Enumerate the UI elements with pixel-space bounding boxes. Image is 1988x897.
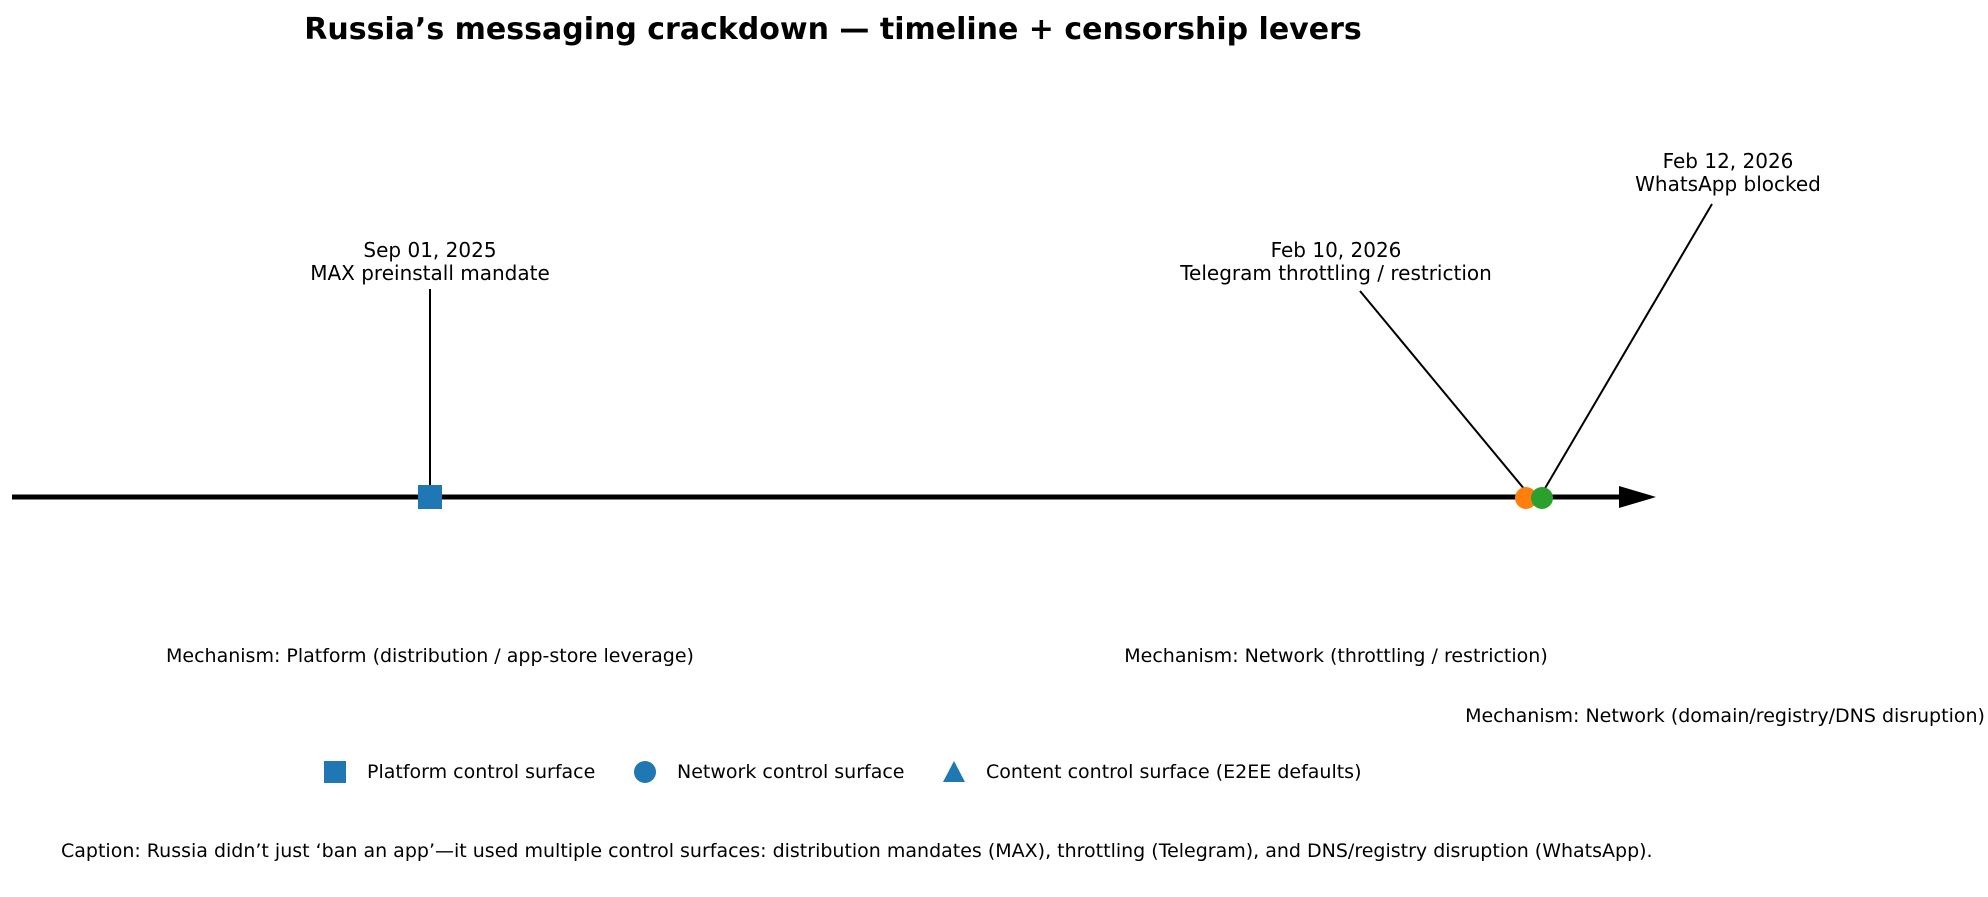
event-label-max: Sep 01, 2025 MAX preinstall mandate [310,239,550,285]
square-icon [324,761,346,783]
event-label-telegram: Feb 10, 2026 Telegram throttling / restr… [1180,239,1492,285]
legend-label-network: Network control surface [677,761,905,783]
legend-item-content: Content control surface (E2EE defaults) [942,758,1361,786]
event-date-whatsapp: Feb 12, 2026 [1662,149,1794,173]
event-marker-telegram-circle-icon [1515,487,1537,509]
leader-line-telegram [1359,290,1526,491]
legend-label-content: Content control surface (E2EE defaults) [986,761,1362,783]
event-date-telegram: Feb 10, 2026 [1270,238,1402,262]
event-title-telegram: Telegram throttling / restriction [1180,261,1492,285]
legend-label-platform: Platform control surface [367,761,596,783]
legend-item-network: Network control surface [633,758,905,786]
circle-icon [634,761,656,783]
chart-title: Russia’s messaging crackdown — timeline … [304,12,1362,47]
mechanism-label-telegram: Mechanism: Network (throttling / restric… [1124,645,1548,667]
figure-caption: Caption: Russia didn’t just ‘ban an app’… [61,840,1653,862]
triangle-icon [943,761,965,782]
event-marker-max-square-icon [418,485,442,509]
event-label-whatsapp: Feb 12, 2026 WhatsApp blocked [1635,150,1821,196]
mechanism-label-whatsapp: Mechanism: Network (domain/registry/DNS … [1465,705,1985,727]
legend-item-platform: Platform control surface [323,758,595,786]
mechanism-label-max: Mechanism: Platform (distribution / app-… [166,645,694,667]
event-date-max: Sep 01, 2025 [363,238,497,262]
event-title-max: MAX preinstall mandate [310,261,550,285]
leader-line-whatsapp [1543,203,1713,491]
event-marker-whatsapp-circle-icon [1531,487,1553,509]
timeline-arrowhead-icon [1619,486,1656,508]
event-title-whatsapp: WhatsApp blocked [1635,172,1821,196]
